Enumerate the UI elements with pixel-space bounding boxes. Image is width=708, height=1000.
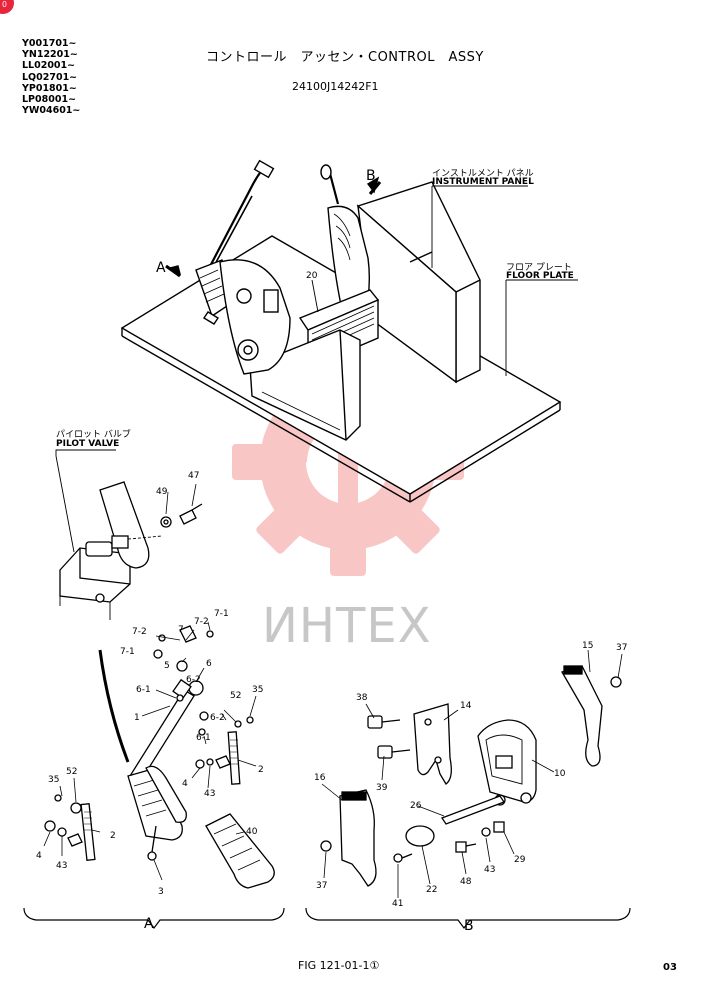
instrument-panel-label: INSTRUMENT PANEL [432,177,534,187]
part-callout: 26 [410,801,422,811]
page-badge: 0 [0,0,14,14]
part-callout: 3 [158,887,164,897]
detail-b-callouts: 15 37 38 14 10 16 39 26 29 43 48 41 22 3… [314,641,627,934]
part-callout: 39 [376,783,388,793]
watermark-text: ИНТЕХ [262,598,432,654]
floor-plate-label-jp: フロア プレート [506,262,572,273]
part-callout: 43 [204,789,215,799]
detail-a-drawing [23,621,285,929]
part-callout: 20 [306,271,318,281]
detail-b-label: B [464,918,474,934]
part-callout: 35 [48,775,59,785]
part-callout: 14 [460,701,472,711]
part-callout: 38 [356,693,368,703]
part-callout: 5 [164,661,170,671]
part-callout: 10 [554,769,566,779]
pilot-valve-label: PILOT VALVE [56,439,119,449]
part-callout: 15 [582,641,593,651]
part-callout: 7-2 [194,617,209,627]
part-callout: 6-1 [136,685,151,695]
part-callout: 7 [178,625,184,635]
part-callout: 4 [36,851,42,861]
part-callout: 37 [616,643,627,653]
pilot-valve-drawing [55,449,203,620]
part-callout: 6 [206,659,212,669]
part-callout: 7-1 [214,609,229,619]
serial-number: Y001701~ [22,38,77,49]
part-callout: 7-1 [120,647,135,657]
page-number: 03 [663,962,677,973]
part-number: 24100J14242F1 [292,80,379,93]
detail-a-callouts: 7-2 7 7-2 7-1 7-1 5 6 6-1 6-2 52 35 1 6-… [36,609,264,932]
view-arrow-b-label: B [366,168,376,184]
serial-number: YW04601~ [22,105,81,117]
part-callout: 6-2 [210,713,225,723]
floor-plate-label: FLOOR PLATE [506,271,574,281]
part-callout: 4 [182,779,188,789]
part-callout: 52 [66,767,77,777]
part-callout: 52 [230,691,241,701]
serial-number: YP01801~ [22,82,77,94]
main-control-assembly [120,159,578,503]
part-callout: 35 [252,685,263,695]
part-callout: 40 [246,827,258,837]
part-callout: 43 [56,861,67,871]
pilot-valve-label-jp: パイロット バルブ [56,428,131,440]
part-callout: 2 [258,765,264,775]
part-callout: 43 [484,865,495,875]
page-title: コントロール アッセン・CONTROL ASSY [206,50,484,65]
part-callout: 7-2 [132,627,147,637]
part-callout: 41 [392,899,403,909]
part-callout: 48 [460,877,472,887]
part-callout: 6-1 [196,733,211,743]
view-arrow-a-label: A [156,260,166,276]
serial-number: LL02001~ [22,60,76,72]
serial-number-list: Y001701~ YN12201~ LL02001~ LQ02701~ YP01… [22,38,80,116]
serial-number: YN12201~ [22,49,78,61]
serial-number: LP08001~ [22,94,77,106]
part-callout: 49 [156,487,168,497]
part-callout: 47 [188,471,199,481]
part-callout: 1 [134,713,140,723]
part-callout: 16 [314,773,326,783]
instrument-panel-label-jp: インストルメント パネル [432,168,534,179]
part-callout: 6-2 [186,675,201,685]
part-callout: 22 [426,885,437,895]
part-callout: 2 [110,831,116,841]
part-callout: 37 [316,881,327,891]
part-callout: 29 [514,855,526,865]
detail-b-drawing [305,649,631,929]
serial-number: LQ02701~ [22,71,78,83]
figure-label: FIG 121-01-1① [298,959,380,972]
detail-a-label: A [144,916,154,932]
